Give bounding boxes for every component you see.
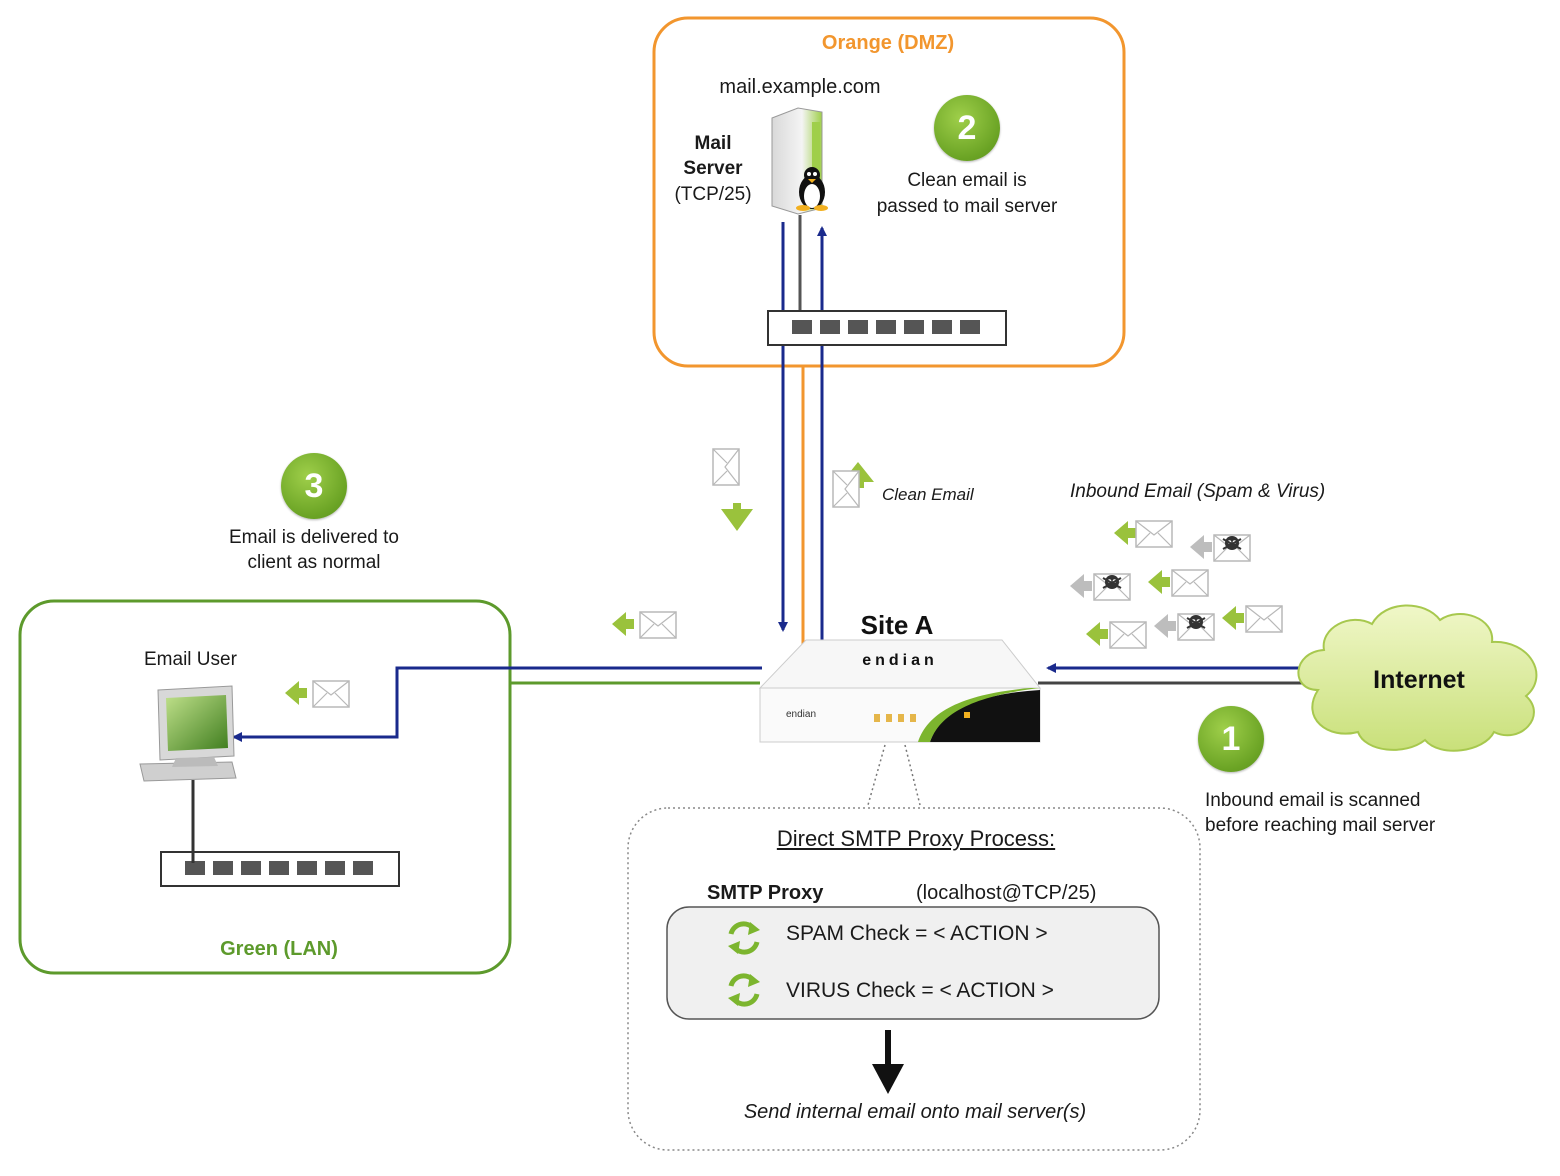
inbound-email-label: Inbound Email (Spam & Virus) [1070, 481, 1326, 502]
dmz-zone-box [652, 16, 1126, 368]
mail-server-hostname: mail.example.com [719, 76, 881, 98]
endian-appliance [758, 639, 1042, 743]
step-3-line1: Email is delivered to [228, 527, 400, 548]
proxy-process-box [627, 807, 1201, 1151]
proxy-title: Direct SMTP Proxy Process: [776, 826, 1056, 851]
step-3-line2: client as normal [247, 552, 381, 573]
send-down-arrow [872, 1030, 904, 1094]
internet-label: Internet [1373, 666, 1465, 694]
lan-zone-label: Green (LAN) [220, 938, 338, 960]
step-1-badge: 1 [1198, 706, 1264, 772]
email-to-user-icon [285, 680, 350, 708]
mail-server-port: (TCP/25) [674, 184, 752, 205]
step-1-line1: Inbound email is scanned [1205, 790, 1421, 811]
email-up-icon [832, 462, 874, 508]
blue-lan-arrow [232, 666, 762, 742]
mail-server-label-line2: Server [683, 158, 743, 179]
mail-server-icon [771, 107, 828, 215]
virus-check-label: VIRUS Check = < ACTION > [786, 979, 1054, 1002]
internet-cloud [1297, 604, 1538, 752]
send-note: Send internal email onto mail server(s) [743, 1101, 1087, 1123]
email-to-lan-icon [612, 611, 677, 639]
step-1-line2: before reaching mail server [1205, 815, 1436, 836]
dmz-switch [767, 310, 1007, 346]
step-3-badge: 3 [281, 453, 347, 519]
appliance-brand-front: endian [786, 709, 817, 720]
proxy-address: (localhost@TCP/25) [916, 882, 1097, 904]
site-label: Site A [860, 610, 934, 640]
proxy-name: SMTP Proxy [707, 882, 824, 904]
proxy-check-panel [666, 906, 1160, 1020]
email-user-label: Email User [144, 649, 237, 670]
step-2-badge: 2 [934, 95, 1000, 161]
virus-check-refresh-icon [728, 973, 760, 1007]
appliance-brand-top: endian [862, 652, 938, 669]
lan-switch [160, 851, 400, 887]
spam-check-label: SPAM Check = < ACTION > [786, 922, 1048, 945]
step-2-line1: Clean email is [907, 170, 1027, 191]
spam-check-refresh-icon [728, 921, 760, 955]
mail-server-label-line1: Mail [694, 133, 732, 154]
proxy-callout-connector [867, 744, 921, 806]
email-down-icon [712, 448, 753, 531]
lan-zone-box [18, 599, 512, 975]
clean-email-label: Clean Email [882, 485, 974, 504]
dmz-zone-label: Orange (DMZ) [821, 32, 955, 54]
pc-icon [139, 685, 237, 782]
step-2-line2: passed to mail server [876, 196, 1058, 217]
inbound-emails [1070, 520, 1283, 649]
